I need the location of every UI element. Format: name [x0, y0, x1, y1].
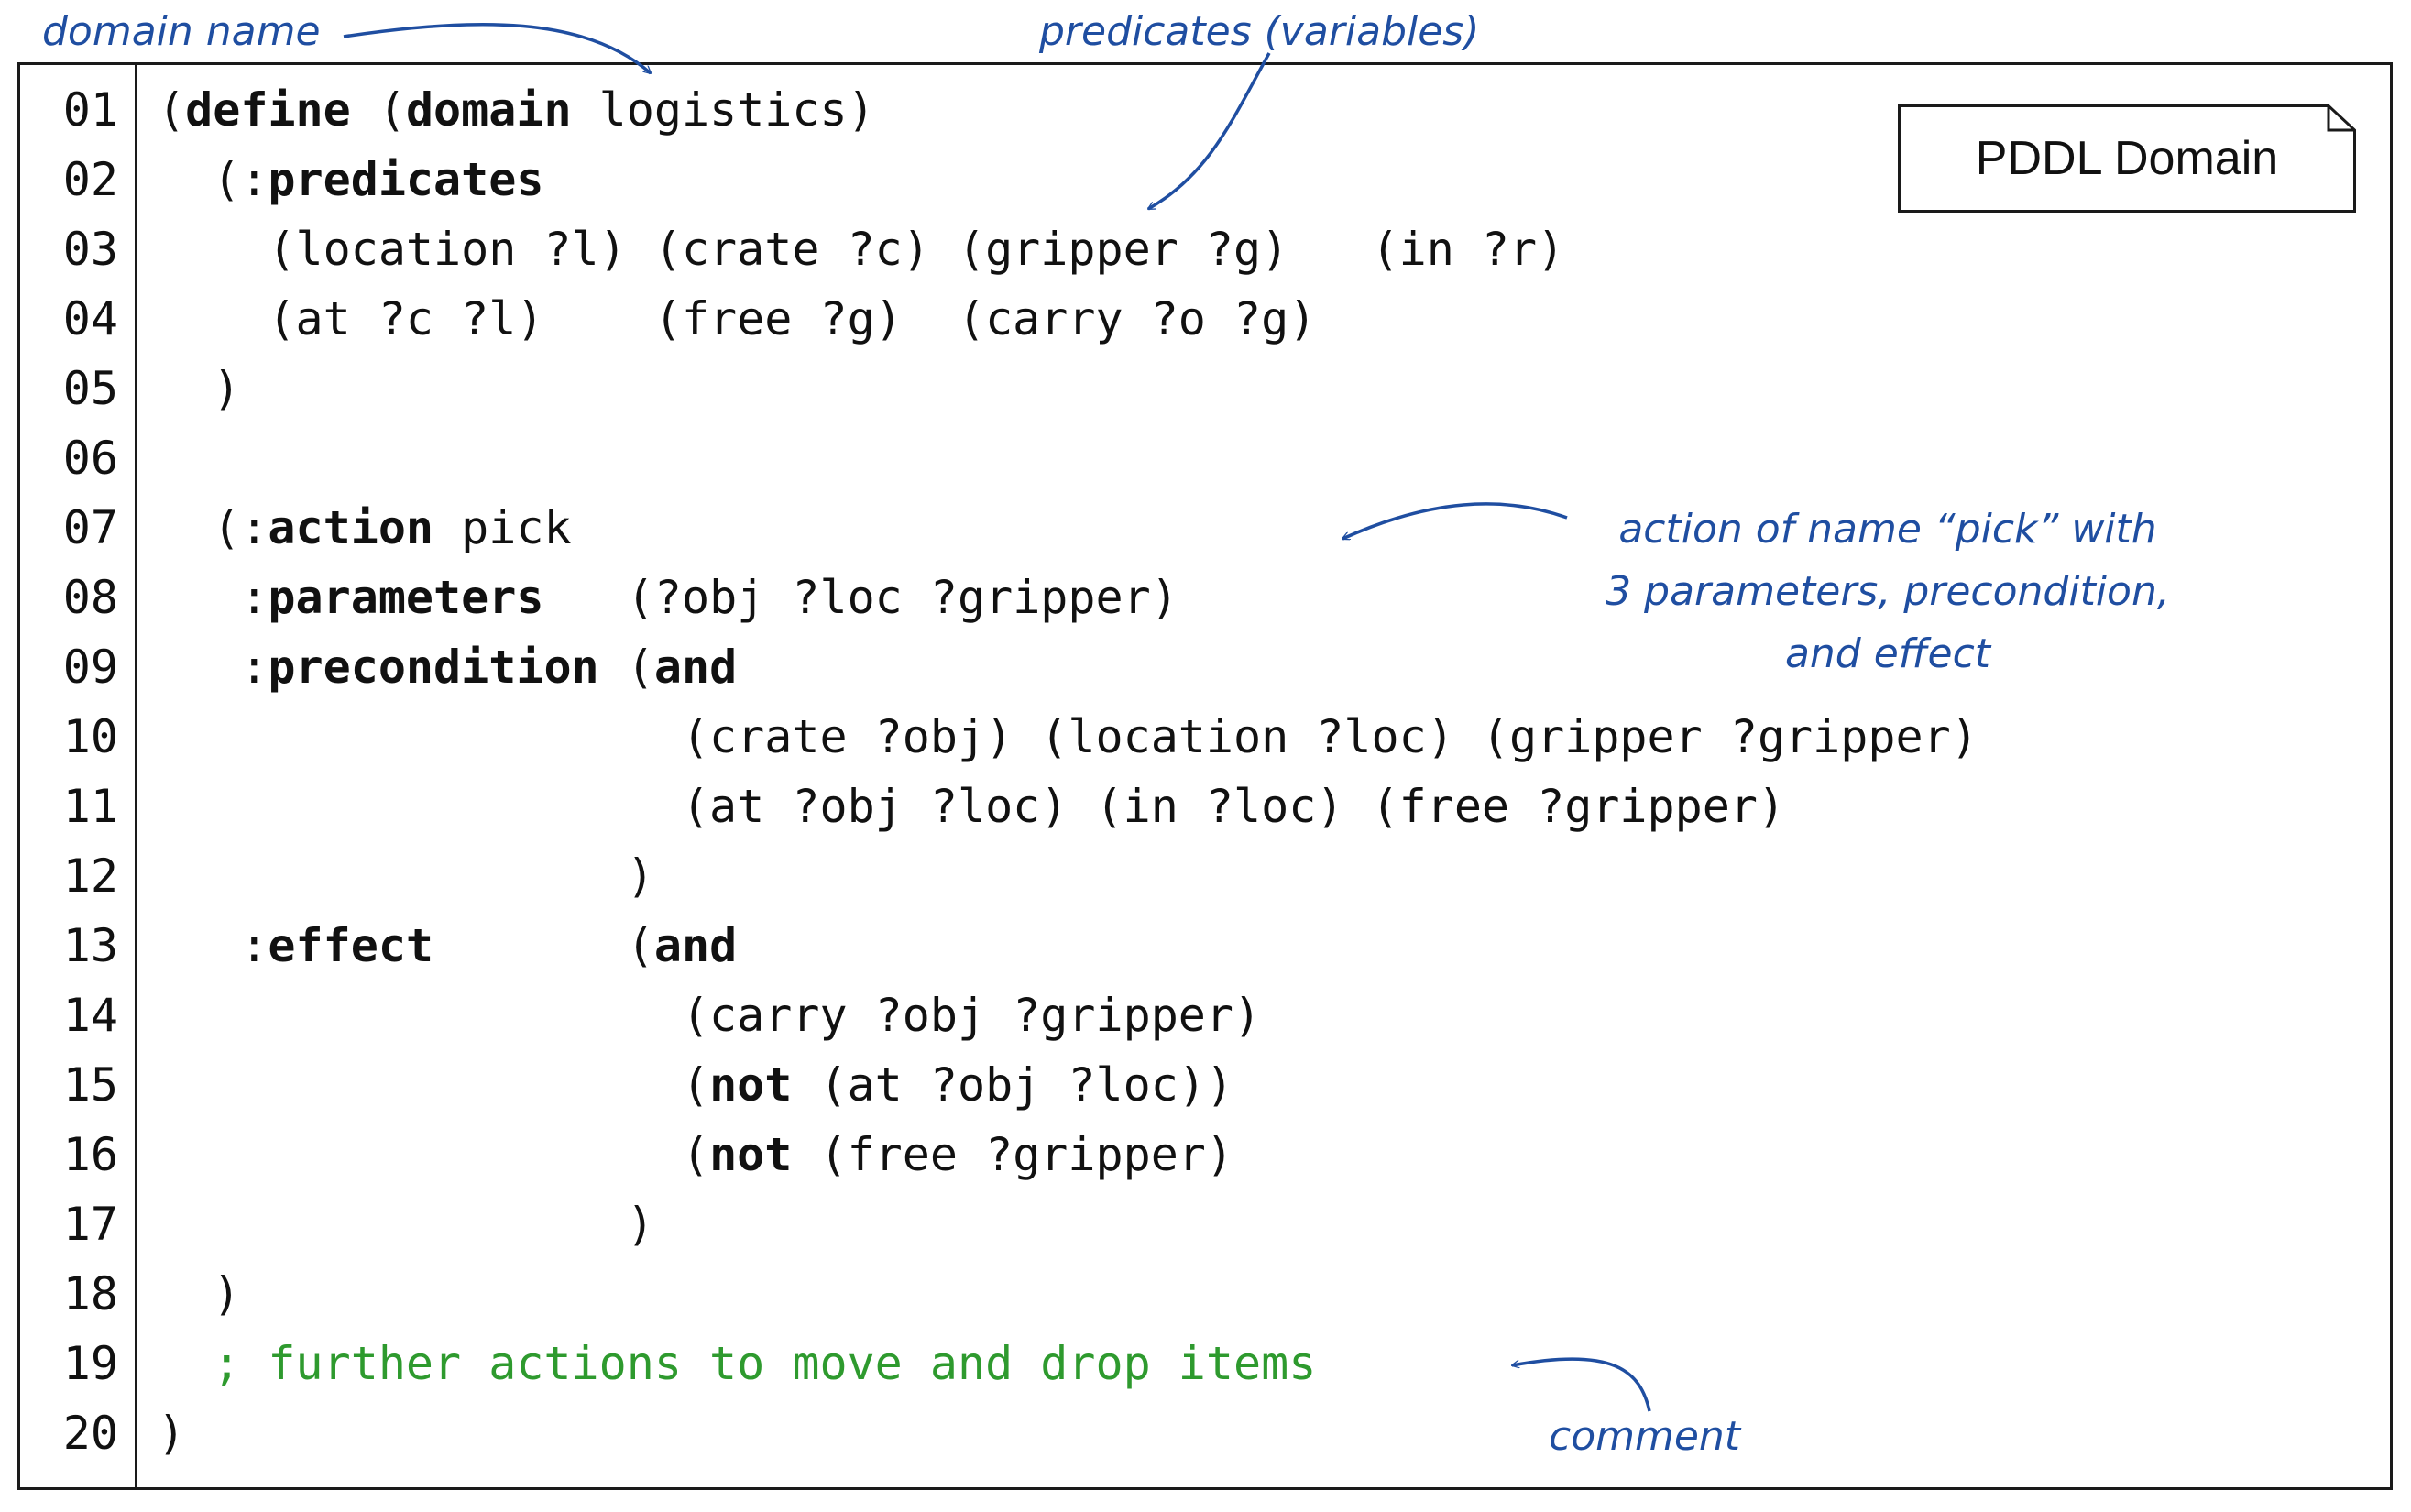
- code-text: (: [598, 641, 654, 694]
- code-text: :: [158, 641, 268, 694]
- line-number: 02: [62, 153, 118, 206]
- line-number: 19: [62, 1337, 118, 1390]
- annotation-domain-name: domain name: [42, 8, 321, 55]
- line-number: 18: [62, 1267, 118, 1320]
- code-text: (?obj ?loc ?gripper): [543, 571, 1178, 624]
- code-line: ): [158, 1259, 240, 1329]
- line-number: 07: [62, 501, 118, 554]
- annotation-action-line-2: 3 parameters, precondition,: [1606, 568, 2170, 615]
- code-text: (: [158, 1128, 710, 1181]
- code-line: (:action pick: [158, 493, 572, 563]
- code-text: (: [433, 919, 654, 972]
- code-line: :parameters (?obj ?loc ?gripper): [158, 563, 1178, 632]
- line-number: 05: [62, 362, 118, 415]
- line-number: 01: [62, 83, 118, 137]
- code-line: (define (domain logistics): [158, 75, 875, 145]
- code-text: (free ?gripper): [792, 1128, 1234, 1181]
- code-text: logistics): [571, 83, 875, 137]
- code-keyword: not: [709, 1128, 793, 1181]
- annotation-predicates: predicates (variables): [1039, 8, 1480, 55]
- folded-note-icon: [1898, 104, 2356, 213]
- code-text: (:: [158, 501, 268, 554]
- code-text: (at ?c ?l) (free ?g) (carry ?o ?g): [158, 292, 1317, 345]
- code-line: (carry ?obj ?gripper): [158, 981, 1261, 1050]
- line-number: 09: [62, 641, 118, 694]
- line-number: 17: [62, 1198, 118, 1251]
- line-number: 15: [62, 1058, 118, 1112]
- annotation-action-line-3: and effect: [1784, 630, 1991, 677]
- code-line: ): [158, 1398, 185, 1468]
- code-text: pick: [433, 501, 572, 554]
- line-number: 16: [62, 1128, 118, 1181]
- code-text: (:: [158, 153, 268, 206]
- code-line: (:predicates: [158, 145, 543, 214]
- code-keyword: define: [185, 83, 351, 137]
- code-line: ): [158, 841, 654, 911]
- code-keyword: domain: [405, 83, 572, 137]
- code-keyword: action: [268, 501, 434, 554]
- code-line: ): [158, 1189, 654, 1259]
- code-line: (not (free ?gripper): [158, 1120, 1233, 1189]
- line-number: 11: [62, 780, 118, 833]
- line-number: 14: [62, 989, 118, 1042]
- code-keyword: not: [709, 1058, 793, 1112]
- code-line: (crate ?obj) (location ?loc) (gripper ?g…: [158, 702, 1978, 772]
- annotation-comment: comment: [1549, 1413, 1741, 1460]
- code-line: (not (at ?obj ?loc)): [158, 1050, 1233, 1120]
- code-line: :precondition (and: [158, 632, 737, 702]
- code-text: (location ?l) (crate ?c) (gripper ?g) (i…: [158, 223, 1565, 276]
- line-number: 13: [62, 919, 118, 972]
- code-line: :effect (and: [158, 911, 737, 981]
- line-number: 04: [62, 292, 118, 345]
- code-text: ): [158, 849, 654, 903]
- code-text: (crate ?obj) (location ?loc) (gripper ?g…: [158, 710, 1978, 763]
- code-line: (at ?obj ?loc) (in ?loc) (free ?gripper): [158, 772, 1785, 841]
- line-number: 03: [62, 223, 118, 276]
- badge-title: PDDL Domain: [1975, 132, 2279, 185]
- line-number: 20: [62, 1407, 118, 1460]
- line-number: 12: [62, 849, 118, 903]
- annotation-action-line-1: action of name “pick” with: [1618, 506, 2157, 553]
- code-text: :: [158, 919, 268, 972]
- code-text: (at ?obj ?loc) (in ?loc) (free ?gripper): [158, 780, 1786, 833]
- code-keyword: parameters: [268, 571, 544, 624]
- code-text: (carry ?obj ?gripper): [158, 989, 1262, 1042]
- code-text: ): [158, 1407, 186, 1460]
- code-line: ; further actions to move and drop items: [158, 1329, 1316, 1398]
- code-keyword: and: [653, 641, 738, 694]
- code-text: ): [158, 1267, 241, 1320]
- code-keyword: effect: [268, 919, 434, 972]
- code-keyword: and: [653, 919, 738, 972]
- code-text: (: [158, 83, 186, 137]
- code-text: :: [158, 571, 268, 624]
- code-text: (at ?obj ?loc)): [792, 1058, 1234, 1112]
- code-keyword: predicates: [268, 153, 544, 206]
- gutter-divider: [135, 62, 137, 1490]
- line-number: 10: [62, 710, 118, 763]
- code-text: (: [158, 1058, 710, 1112]
- line-number: 06: [62, 432, 118, 485]
- code-line: (location ?l) (crate ?c) (gripper ?g) (i…: [158, 214, 1564, 284]
- code-line: ): [158, 354, 240, 423]
- line-number: 08: [62, 571, 118, 624]
- code-line: (at ?c ?l) (free ?g) (carry ?o ?g): [158, 284, 1316, 354]
- code-text: ): [158, 362, 241, 415]
- code-text: ): [158, 1198, 654, 1251]
- code-comment: ; further actions to move and drop items: [158, 1337, 1317, 1390]
- code-text: (: [350, 83, 406, 137]
- code-keyword: precondition: [268, 641, 599, 694]
- pddl-domain-badge: PDDL Domain: [1898, 104, 2356, 213]
